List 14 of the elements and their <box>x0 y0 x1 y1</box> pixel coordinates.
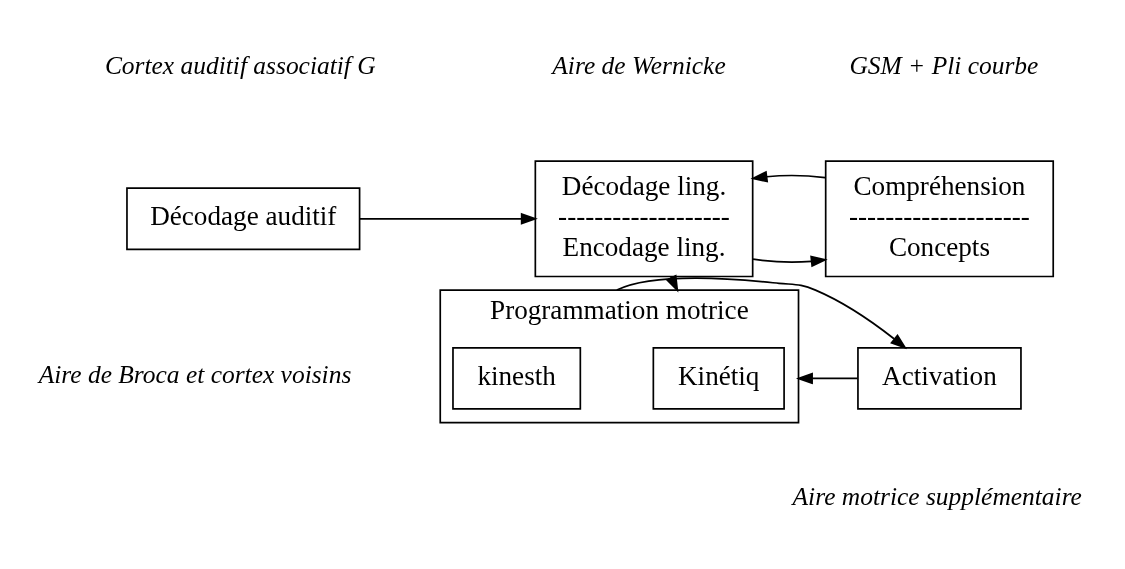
node-box: Activation <box>857 346 1022 410</box>
label: GSM + Pli courbe <box>849 50 1039 80</box>
node-box: Kinétiq <box>652 346 785 410</box>
node-box: Compréhension -------------------- Concepts <box>824 159 1055 277</box>
node-box: kinesth <box>452 346 582 410</box>
label: Aire motrice supplémentaire <box>792 481 1082 511</box>
arrow <box>359 212 538 225</box>
arrow <box>750 170 826 183</box>
arrow <box>752 254 828 267</box>
label: Aire de Wernicke <box>552 50 726 80</box>
node-box: Décodage auditif <box>126 186 361 250</box>
label: Aire de Broca et cortex voisins <box>38 359 352 389</box>
arrow <box>795 371 859 384</box>
label: Cortex auditif associatif G <box>104 50 376 80</box>
